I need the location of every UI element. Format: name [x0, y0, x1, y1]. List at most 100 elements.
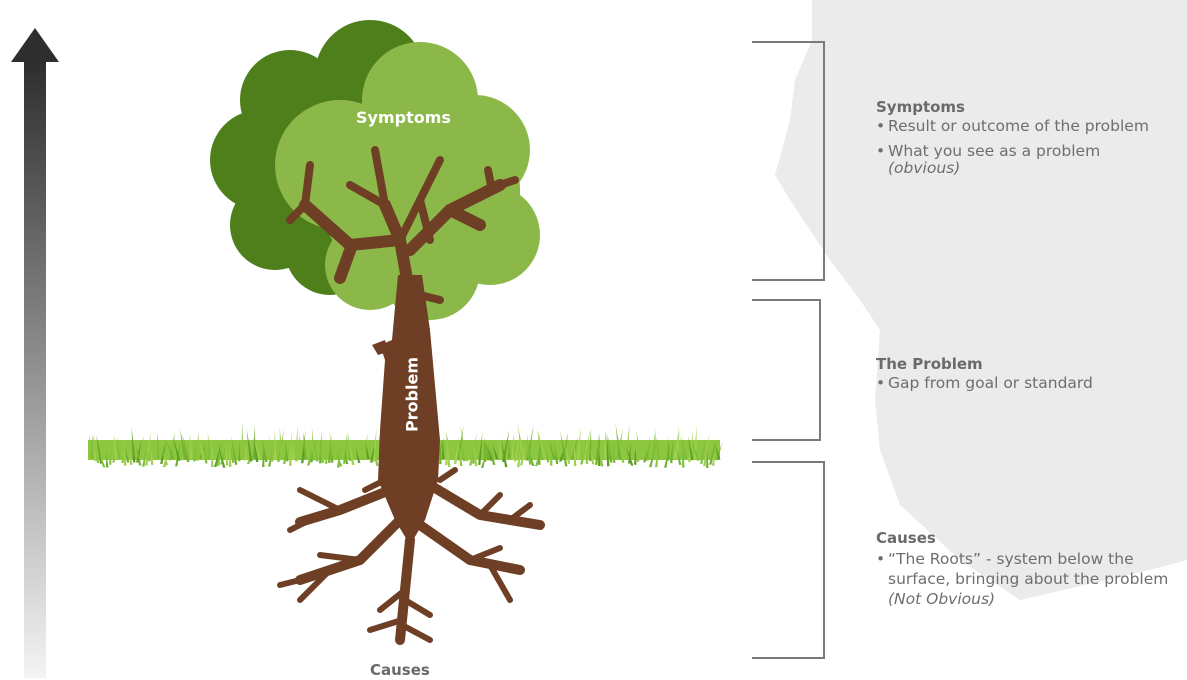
grass-blade — [563, 440, 571, 464]
grass-blade — [538, 440, 541, 465]
grass-blade — [676, 426, 679, 459]
grass-blade — [499, 437, 502, 459]
grass-blade — [553, 441, 559, 464]
grass-blade — [298, 432, 301, 460]
grass-blade — [360, 443, 367, 460]
problem-title: The Problem — [876, 355, 983, 373]
symptoms-bullet-1: • Result or outcome of the problem — [876, 118, 1176, 135]
grass-blade — [514, 431, 521, 462]
grass-blade — [348, 437, 355, 465]
grass-blade — [688, 428, 694, 462]
grass-blade — [344, 449, 349, 465]
grass-blade — [484, 437, 487, 462]
grass-blade — [442, 439, 445, 459]
grass-blade — [691, 438, 700, 461]
grass-blade — [328, 436, 332, 463]
grass-blade — [584, 449, 589, 464]
grass-blade — [301, 431, 306, 464]
grass-blade — [517, 423, 526, 459]
grass-blade — [526, 425, 534, 461]
grass-blade — [343, 431, 348, 464]
problem-bullet-1: • Gap from goal or standard — [876, 375, 1176, 392]
grass-blade — [113, 433, 118, 460]
grass-blade — [199, 443, 206, 459]
grass-blade — [142, 435, 151, 462]
grass-blade — [604, 429, 607, 459]
grass-blade — [501, 439, 508, 468]
problem-tree-label: Problem — [402, 356, 422, 433]
grass-blade — [634, 442, 640, 462]
grass-blade — [634, 445, 637, 465]
grass-blade — [597, 439, 604, 467]
grass-blade — [712, 451, 715, 466]
grass-blade — [207, 433, 211, 460]
grass-blade — [655, 433, 661, 460]
grass-blade — [655, 438, 660, 468]
grass-blade — [166, 441, 175, 459]
grass-blade — [445, 450, 448, 466]
grass-blade — [550, 439, 553, 466]
grass-blade — [123, 438, 127, 466]
grass-blade — [676, 447, 682, 465]
grass-blade — [214, 442, 222, 467]
grass-blade — [373, 441, 379, 466]
grass-blade — [643, 442, 651, 463]
grass-blade — [488, 443, 496, 465]
grass-blade — [307, 443, 314, 466]
grass-blade — [311, 426, 316, 461]
grass-blade — [595, 433, 600, 465]
grass-blade — [163, 450, 169, 467]
symptoms-bullet-1-text: Result or outcome of the problem — [888, 117, 1149, 135]
grass-blade — [446, 431, 451, 467]
bullet-dot: • — [876, 550, 886, 568]
grass-blade — [106, 450, 109, 468]
grass-blade — [484, 438, 490, 461]
grass-blade — [679, 435, 688, 460]
grass-blade — [528, 449, 535, 466]
grass-blade — [454, 438, 459, 464]
bracket-symptoms — [752, 41, 825, 281]
grass-blade — [508, 439, 511, 459]
grass-blade — [537, 429, 544, 460]
grass-blade — [562, 431, 569, 461]
grass-blade — [545, 445, 550, 463]
grass-blade — [365, 442, 370, 460]
grass-blade — [612, 437, 616, 463]
grass-blade — [458, 437, 463, 466]
grass-blade — [157, 432, 160, 459]
grass-blade — [295, 426, 298, 462]
symptoms-title: Symptoms — [876, 98, 965, 116]
grass-blade — [486, 443, 493, 461]
grass-blade — [314, 446, 319, 462]
grass-blade — [116, 437, 121, 459]
grass-blade — [606, 431, 610, 467]
grass-blade — [706, 448, 709, 468]
grass-blade — [200, 440, 205, 459]
grass-blade — [162, 450, 169, 466]
grass-blade — [635, 430, 643, 459]
grass-blade — [607, 434, 613, 463]
grass-blade — [274, 430, 277, 461]
grass-blade — [715, 443, 721, 460]
grass-blade — [715, 442, 723, 461]
grass-blade — [560, 430, 568, 467]
grass-blade — [481, 452, 487, 468]
grass-blade — [473, 439, 478, 467]
grass-blade — [457, 424, 464, 461]
grass-blade — [109, 441, 112, 465]
bullet-dot: • — [876, 142, 886, 160]
grass-blade — [625, 445, 634, 466]
grass-blade — [279, 427, 283, 459]
causes-bullet-1-text: “The Roots” - system below the surface, … — [888, 550, 1169, 588]
problem-bullet-1-text: Gap from goal or standard — [888, 374, 1093, 392]
grass-blade — [96, 434, 103, 464]
grass-blade — [217, 440, 221, 466]
problem-section: The Problem • Gap from goal or standard — [876, 355, 1176, 392]
grass-blade — [659, 441, 664, 460]
grass-blade — [694, 426, 697, 460]
grass-blade — [580, 444, 588, 465]
grass-blade — [616, 428, 624, 459]
grass-blade — [646, 436, 651, 461]
grass-blade — [150, 446, 154, 465]
